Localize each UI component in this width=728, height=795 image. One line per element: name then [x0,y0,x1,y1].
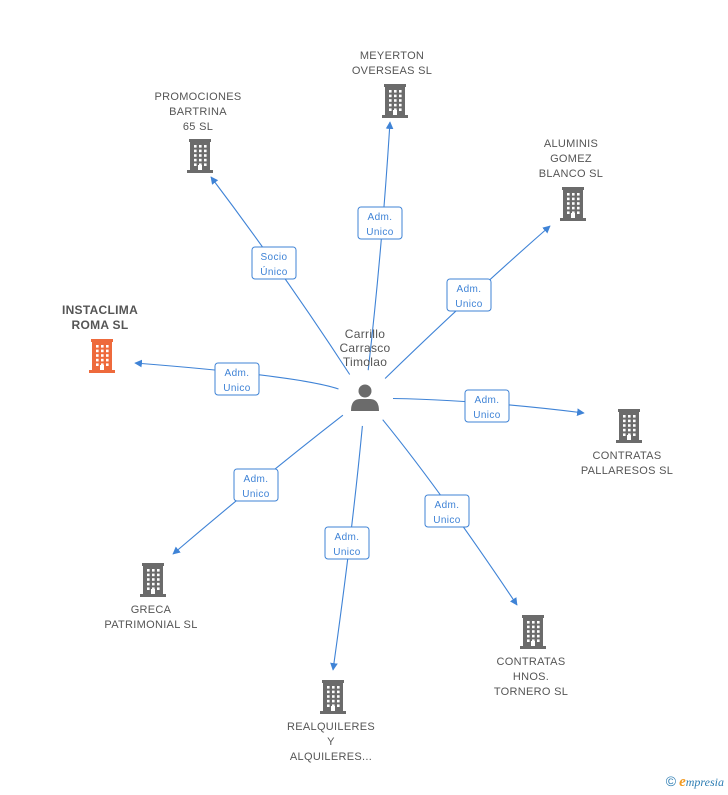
brand-initial: e [679,774,686,790]
company-name-line: PATRIMONIAL SL [104,619,197,631]
company-name-line: CONTRATAS [497,656,566,668]
company-name-line: PALLARESOS SL [581,465,673,477]
relation-label-aluminis[interactable]: Adm. Unico [446,278,492,312]
building-icon [89,339,115,373]
building-icon [520,615,546,649]
relation-text: Socio [260,252,287,263]
company-name-line: 65 SL [183,121,213,133]
building-icon [560,187,586,221]
relation-text: Unico [242,489,270,500]
empresia-watermark[interactable]: ©empresia [666,773,724,791]
company-name-line: GRECA [131,604,172,616]
company-name-line: BLANCO SL [539,168,603,180]
company-name-line: BARTRINA [169,106,227,118]
building-icon [140,563,166,597]
company-name-line: Y [327,736,335,748]
brand-name: mpresia [685,775,724,789]
company-node-aluminis[interactable]: ALUMINIS GOMEZ BLANCO SL [539,138,603,221]
relation-text: Adm. [435,500,460,511]
company-name-line: ALQUILERES... [290,751,372,763]
relation-text: Unico [333,547,361,558]
relation-text: Adm. [335,532,360,543]
relation-text: Adm. [475,395,500,406]
relation-text: Adm. [457,284,482,295]
company-name-line: MEYERTON [360,50,424,62]
company-node-promociones[interactable]: PROMOCIONES BARTRINA 65 SL [154,91,241,173]
company-name-line: ROMA SL [72,318,129,332]
person-name-line: Timolao [343,355,387,369]
relation-text: Unico [455,299,483,310]
company-name-line: INSTACLIMA [62,303,138,317]
relation-text: Unico [366,227,394,238]
relation-text: Unico [473,410,501,421]
edge-instaclima [134,359,339,390]
company-name-line: PROMOCIONES [154,91,241,103]
building-icon [320,680,346,714]
building-icon [616,409,642,443]
company-name-line: HNOS. [513,671,549,683]
company-name-line: GOMEZ [550,153,592,165]
company-node-pallaresos[interactable]: CONTRATAS PALLARESOS SL [581,409,673,477]
relation-text: Adm. [225,368,250,379]
relation-text: Adm. [244,474,269,485]
relation-text: Único [260,265,288,278]
company-name-line: CONTRATAS [593,450,662,462]
copyright-icon: © [665,773,677,789]
company-name-line: OVERSEAS SL [352,65,432,77]
person-name-line: Carrillo [345,327,385,341]
relation-label-greca[interactable]: Adm. Unico [233,468,279,502]
relation-label-tornero[interactable]: Adm. Unico [424,494,470,528]
relation-label-pallaresos[interactable]: Adm. Unico [464,389,510,423]
relation-label-meyerton[interactable]: Adm. Unico [357,206,403,240]
relation-label-realquileres[interactable]: Adm. Unico [324,526,370,560]
relation-label-instaclima[interactable]: Adm. Unico [214,362,260,396]
person-name-line: Carrasco [339,341,390,355]
company-name-line: REALQUILERES [287,721,375,733]
person-icon [351,384,379,411]
company-node-meyerton[interactable]: MEYERTON OVERSEAS SL [352,50,432,118]
building-icon [187,139,213,173]
relation-text: Adm. [368,212,393,223]
building-icon [382,84,408,118]
company-name-line: ALUMINIS [544,138,598,150]
relation-text: Unico [223,383,251,394]
edges-layer: Adm.UnicoSocioÚnicoAdm.UnicoAdm.UnicoAdm… [134,121,585,671]
relation-text: Unico [433,515,461,526]
company-node-tornero[interactable]: CONTRATAS HNOS. TORNERO SL [494,615,568,698]
edge-meyerton [367,121,394,371]
company-name-line: TORNERO SL [494,686,568,698]
company-node-realquileres[interactable]: REALQUILERES Y ALQUILERES... [287,680,375,763]
company-node-greca[interactable]: GRECA PATRIMONIAL SL [104,563,197,631]
